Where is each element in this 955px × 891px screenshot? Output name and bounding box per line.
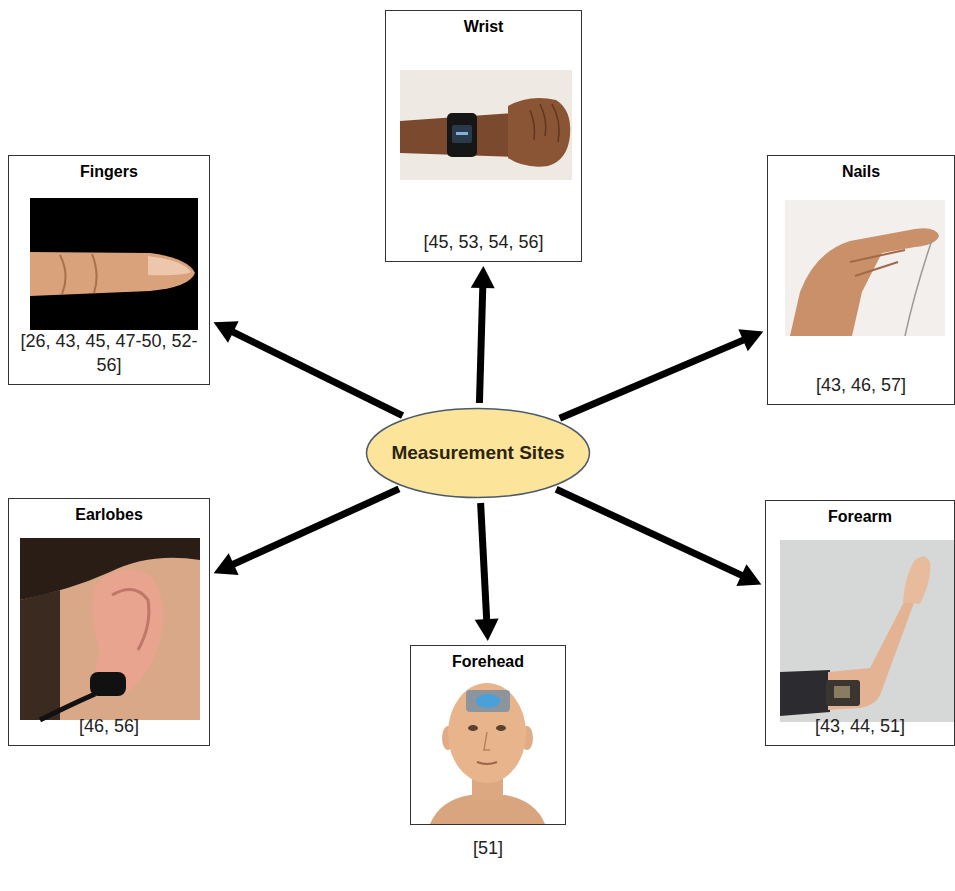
wrist-photo	[400, 70, 572, 180]
reference-numbers: [26, 43, 45, 47-50, 52-56]	[15, 330, 203, 377]
knuckle-lines	[530, 104, 559, 142]
connector-arrow	[214, 489, 399, 575]
sensor-wire	[905, 240, 932, 336]
reference-numbers: [45, 53, 54, 56]	[392, 231, 575, 254]
reference-numbers: [43, 44, 51]	[772, 715, 948, 738]
wristband	[447, 113, 477, 157]
connector-arrow	[214, 321, 403, 415]
ear-fold	[112, 590, 149, 650]
ellipse-shape	[367, 409, 590, 498]
center-label: Measurement Sites	[391, 442, 564, 464]
nose	[484, 732, 490, 750]
connector-line	[556, 489, 745, 577]
band-screen	[452, 125, 472, 143]
site-ellipse: Measurement Sites	[365, 407, 591, 499]
photo-ground	[785, 200, 945, 336]
arrow-head	[471, 266, 495, 288]
ear-clip	[90, 672, 126, 696]
reference-numbers: [43, 46, 57]	[774, 374, 948, 397]
eye	[496, 725, 506, 731]
site-box: Fingers [26, 43, 45, 47-50, 52-56]	[8, 155, 210, 385]
head-picture	[430, 683, 545, 824]
site-heading: Nails	[774, 162, 948, 181]
connector-arrow	[475, 503, 499, 641]
site-heading: Fingers	[15, 162, 203, 181]
connector-arrow	[471, 266, 495, 403]
fist-shape	[508, 98, 570, 167]
site-box: Earlobes [46, 56]	[8, 498, 210, 746]
site-box: Forearm [43, 44, 51]	[765, 500, 955, 746]
connector-arrow	[560, 329, 764, 418]
photo-ground	[400, 70, 572, 180]
site-heading: Forehead	[417, 652, 559, 671]
site-frame: Forehead	[410, 645, 566, 825]
photo-ground	[30, 198, 198, 330]
forehead-sensor	[466, 690, 510, 712]
arrow-head	[475, 618, 499, 641]
sleeve	[780, 670, 830, 716]
forearm-shape	[400, 113, 515, 157]
site-box: Wrist [45, 53, 54, 56]	[385, 10, 582, 262]
crease-lines	[60, 254, 97, 294]
sideburn	[20, 590, 60, 720]
site-heading: Wrist	[392, 17, 575, 36]
arrow-head	[736, 564, 761, 586]
mouth	[477, 762, 497, 764]
hand-shape	[903, 556, 930, 604]
connector-line	[230, 330, 403, 415]
arm-device	[826, 680, 860, 706]
arrow-head	[214, 321, 239, 343]
arrow-head	[738, 329, 763, 351]
site-heading: Forearm	[772, 507, 948, 526]
photo-ground	[20, 538, 200, 720]
face	[448, 683, 526, 783]
connector-arrow	[556, 489, 761, 586]
device-board	[834, 686, 850, 698]
connector-line	[479, 284, 482, 403]
connector-line	[481, 503, 487, 623]
eye	[468, 725, 478, 731]
connector-line	[560, 339, 747, 419]
finger-shape	[30, 252, 195, 296]
reference-numbers: [51]	[410, 837, 566, 860]
photo-ground	[780, 540, 955, 722]
ear-photo	[20, 538, 200, 720]
site-heading: Earlobes	[15, 505, 203, 524]
site-box: Nails [43, 46, 57]	[767, 155, 955, 405]
arrow-head	[214, 553, 239, 575]
fingernail	[148, 256, 191, 275]
arm-shape	[828, 600, 915, 710]
forearm-photo	[780, 540, 955, 722]
sensor-light	[476, 694, 500, 708]
hand-shape	[790, 228, 939, 336]
site-box: Forehead [51]	[410, 645, 566, 875]
connector-line	[230, 489, 399, 566]
finger-lines	[850, 250, 905, 276]
screen-glow	[456, 132, 468, 135]
nail-photo	[785, 200, 945, 336]
reference-numbers: [46, 56]	[15, 715, 203, 738]
finger-photo	[30, 198, 198, 330]
